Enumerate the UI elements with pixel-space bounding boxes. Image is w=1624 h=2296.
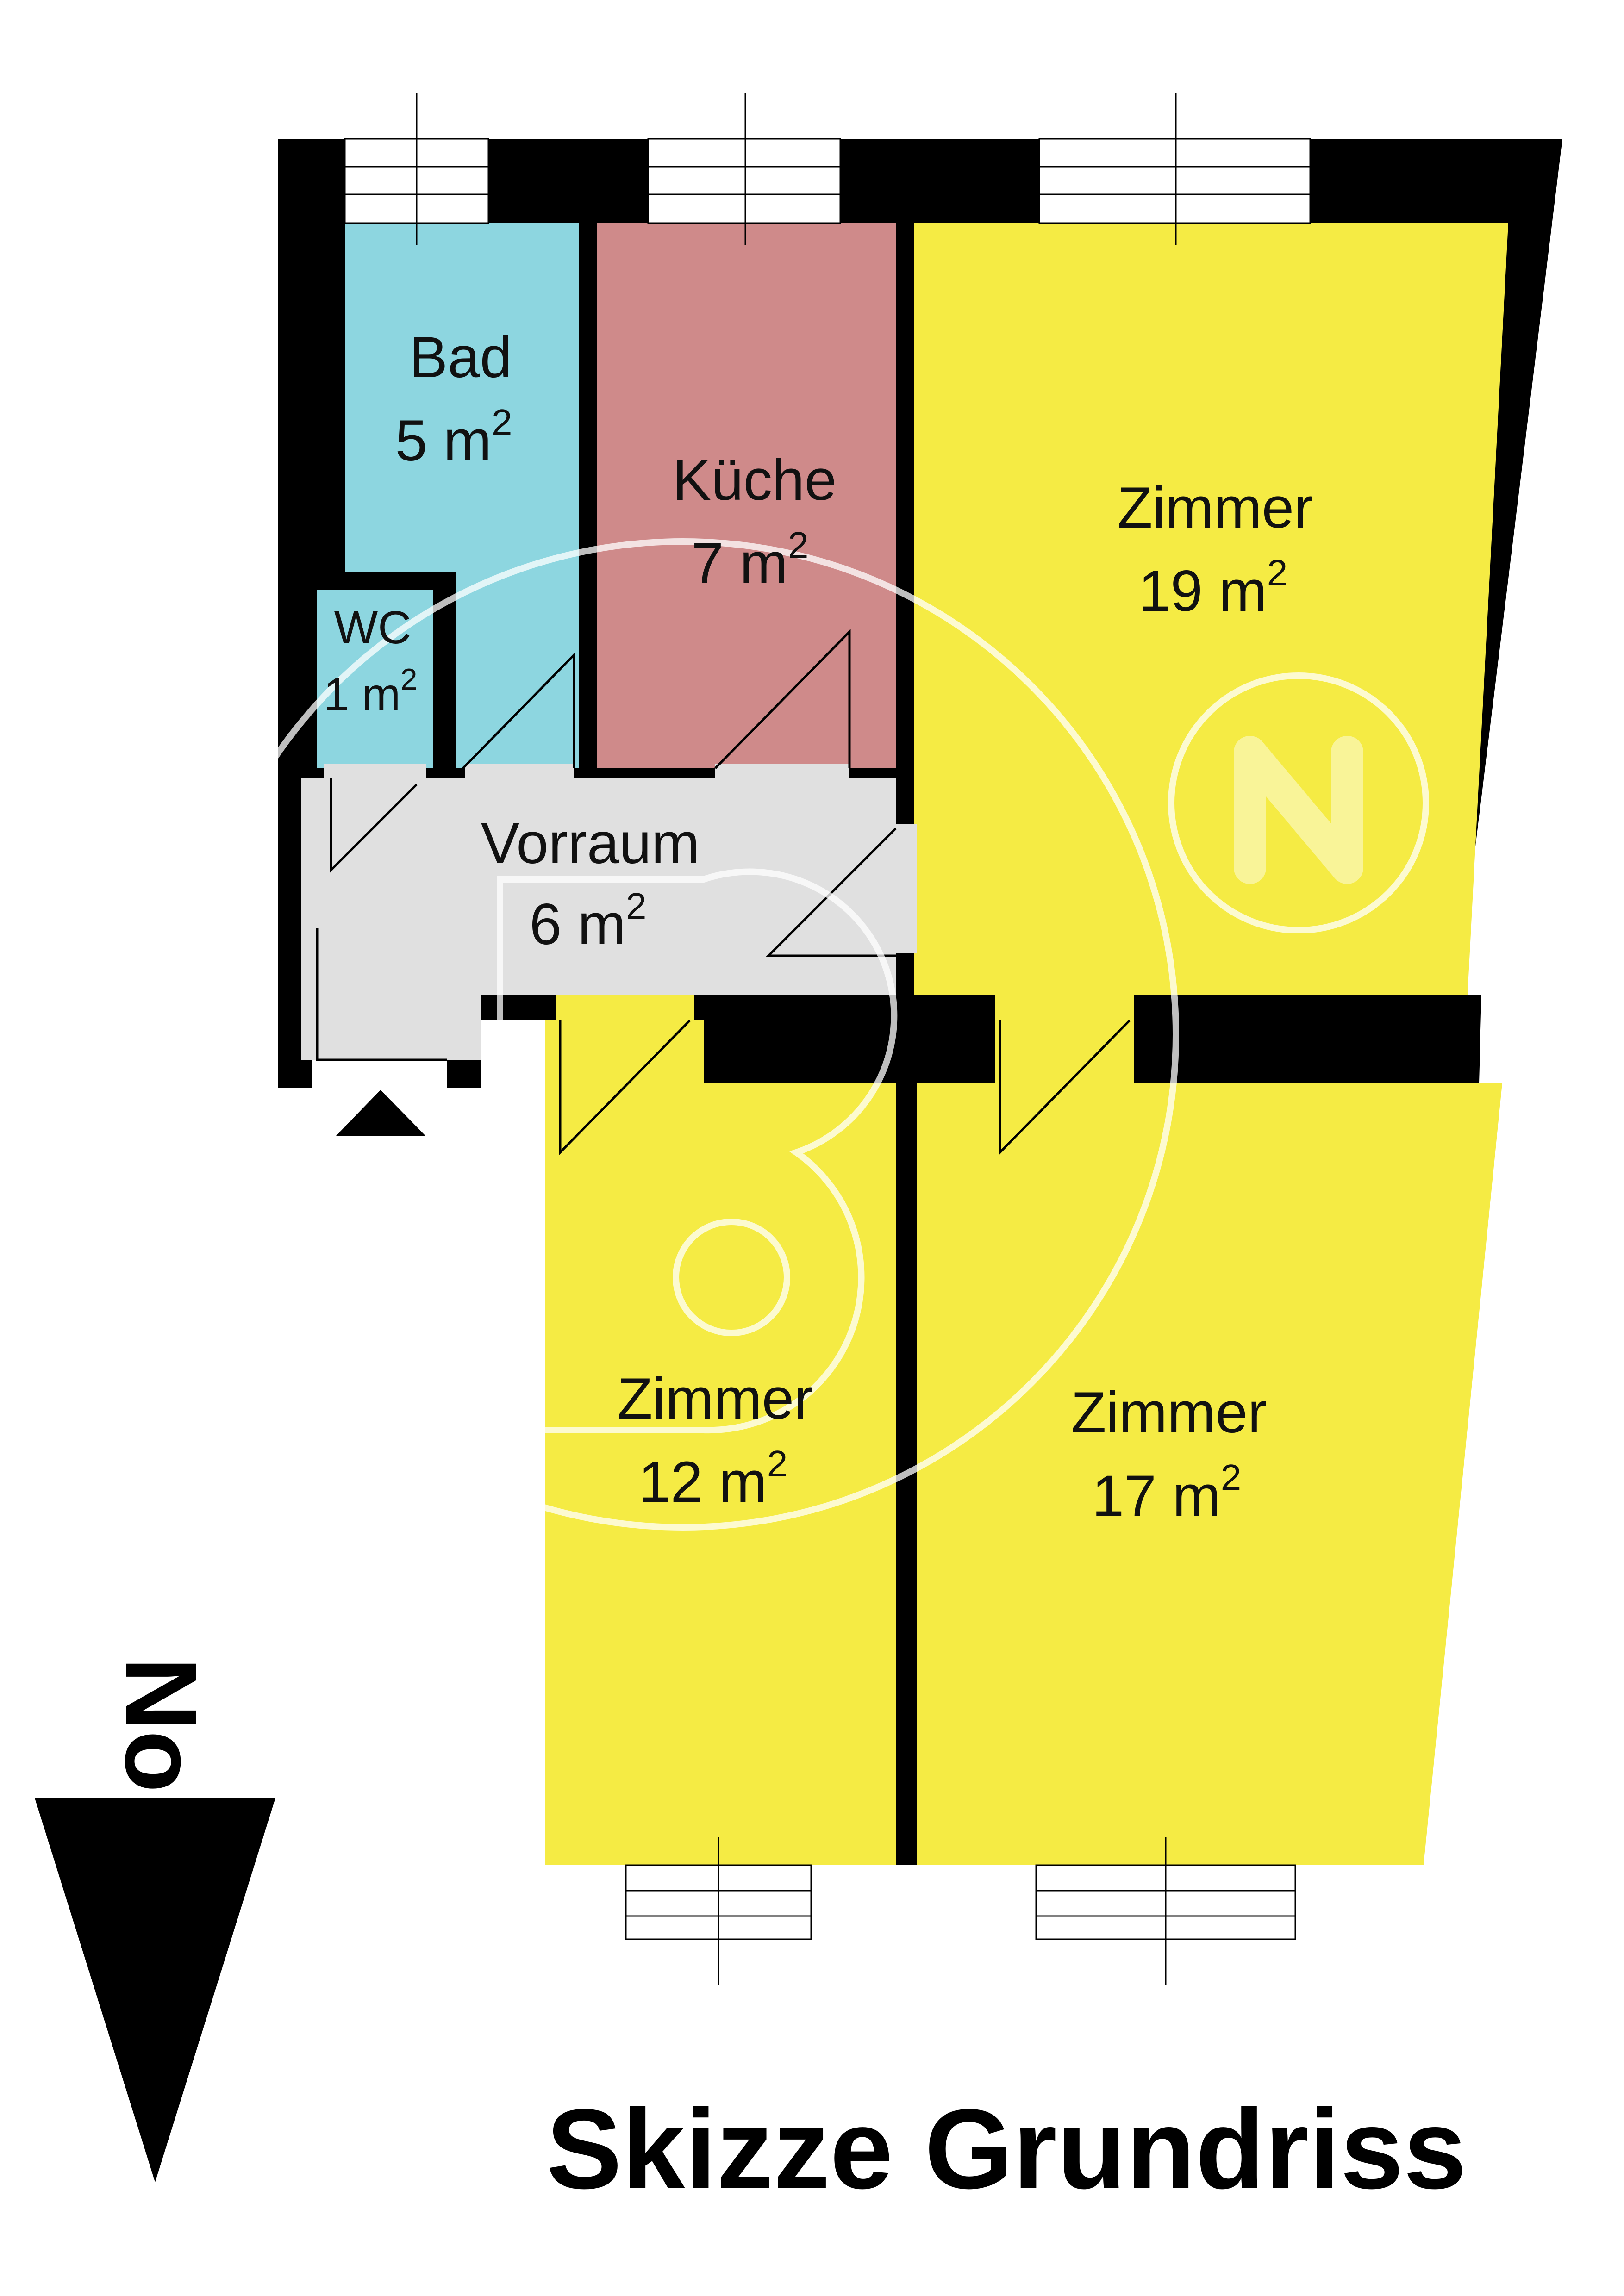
room-kueche-floor xyxy=(597,223,896,768)
wall-zimmer12-17 xyxy=(896,1020,917,1865)
label-vorraum-area: 6 m2 xyxy=(530,885,647,957)
wall-bad-kueche xyxy=(579,223,597,769)
room-zimmer17-floor xyxy=(917,1083,1502,1865)
window-kueche xyxy=(647,138,841,224)
label-zimmer19-area: 19 m2 xyxy=(1138,552,1287,623)
door-gap-bad xyxy=(465,764,574,782)
room-labels: Bad 5 m2 WC 1 m2 Küche 7 m2 Zimmer 19 m2… xyxy=(324,325,1313,1528)
door-gap-kueche xyxy=(715,764,849,782)
window-glazing xyxy=(345,93,1310,1985)
door-gap-zimmer12 xyxy=(556,995,694,1023)
door-gap-zimmer17 xyxy=(995,995,1134,1085)
window-zimmer19 xyxy=(1038,138,1311,224)
door-gap-wc xyxy=(324,764,426,782)
label-zimmer12-name: Zimmer xyxy=(617,1367,813,1431)
label-bad-area: 5 m2 xyxy=(395,402,512,473)
label-bad-name: Bad xyxy=(409,325,512,390)
label-wc-area: 1 m2 xyxy=(324,662,418,721)
room-zimmer12-floor xyxy=(545,1020,896,1865)
label-kueche-area: 7 m2 xyxy=(692,524,809,596)
label-wc-name: WC xyxy=(334,602,412,653)
north-label: Norden xyxy=(104,1657,218,2013)
label-zimmer17-name: Zimmer xyxy=(1071,1381,1267,1445)
wall-wc-top xyxy=(317,572,456,590)
room-zimmer19-floor xyxy=(914,223,1508,995)
label-zimmer12-area: 12 m2 xyxy=(638,1443,787,1514)
page-title: Skizze Grundriss xyxy=(546,2085,1467,2212)
entrance-arrow xyxy=(336,1090,426,1136)
label-vorraum-name: Vorraum xyxy=(481,811,700,876)
door-swings xyxy=(316,628,1131,1156)
room-bad-floor xyxy=(345,223,579,768)
label-kueche-name: Küche xyxy=(673,448,837,512)
label-zimmer19-name: Zimmer xyxy=(1117,476,1313,540)
door-gap-zimmer19 xyxy=(893,824,917,953)
north-arrow-icon xyxy=(35,1798,275,2182)
room-vorraum-floor xyxy=(301,778,896,1060)
watermark-logo xyxy=(187,538,1429,1531)
label-zimmer17-area: 17 m2 xyxy=(1092,1457,1241,1528)
